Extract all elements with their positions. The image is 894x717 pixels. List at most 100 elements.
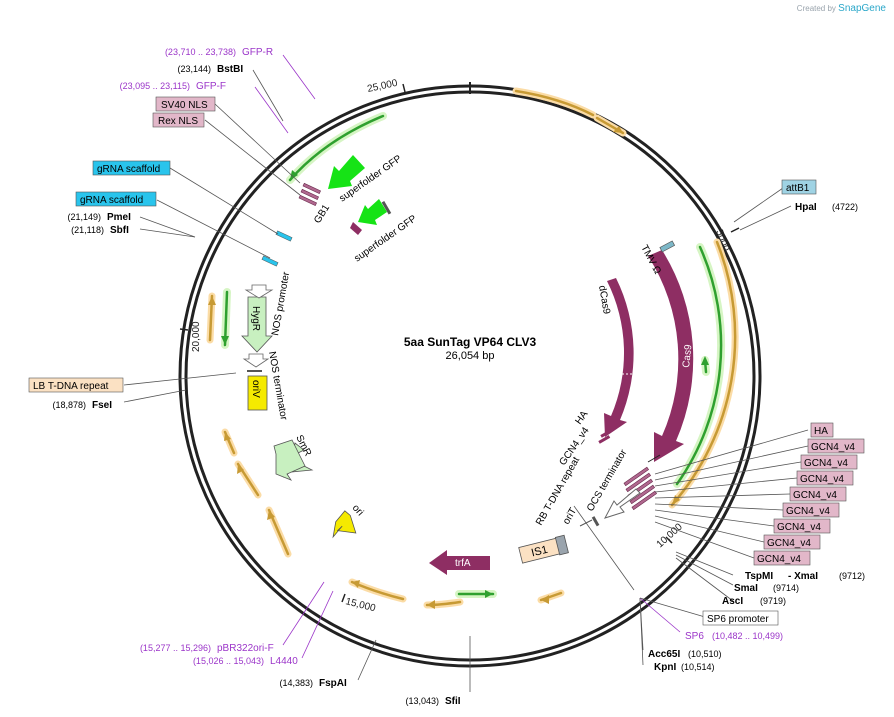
sv40-nls-box	[155, 96, 216, 112]
sfgfp-arrow-1	[328, 155, 365, 189]
callout-lines	[123, 54, 809, 692]
hygr-arrow	[241, 296, 273, 353]
sp6-range: (10,482 .. 10,499)	[712, 631, 783, 641]
grna-scaffold-box-2	[75, 191, 157, 207]
gb1-feature	[298, 182, 321, 207]
oriv-feature	[247, 375, 268, 411]
nos-promoter-upper-arrow	[244, 284, 274, 299]
rex-nls-box	[152, 112, 205, 128]
ori-arrow	[332, 510, 357, 539]
gfp-cds-marker	[350, 222, 362, 235]
sfgfp-arrow-2	[358, 199, 387, 225]
asci-name: AscI	[722, 596, 743, 607]
gcn4-box-label-5: GCN4_v4	[786, 506, 830, 517]
sfii-name: SfiI	[445, 696, 461, 707]
sfgfp-marker	[381, 200, 392, 215]
pbr322-name: pBR322ori-F	[217, 643, 274, 654]
grna-scaffold-label-1: gRNA scaffold	[97, 164, 160, 175]
l4440-name: L4440	[270, 656, 298, 667]
gcn4-box-7	[763, 534, 821, 550]
gcn4-box-label-1: GCN4_v4	[811, 442, 855, 453]
lb-repeat-label: LB T-DNA repeat	[33, 381, 109, 392]
gcn4-box-3	[796, 470, 854, 486]
gfp-r-name: GFP-R	[242, 47, 273, 58]
acc65i-name: Acc65I	[648, 649, 680, 660]
gcn4-box-label-4: GCN4_v4	[793, 490, 837, 501]
gcn4-marker	[598, 435, 611, 444]
nos-promoter-lower-arrow	[242, 353, 270, 368]
xmai-name: - XmaI	[788, 571, 818, 582]
gcn4-box-2	[800, 454, 858, 470]
callout-labels: (23,710 .. 23,738) GFP-R (23,144) BstBI …	[28, 47, 865, 707]
sv40-nls-label: SV40 NLS	[161, 100, 208, 111]
dcas9-label: dCas9	[596, 285, 612, 316]
ha-marker	[600, 429, 613, 438]
attb1-label: attB1	[786, 183, 810, 194]
plasmid-name: 5aa SunTag VP64 CLV3	[404, 335, 537, 349]
hygr-label: HygR	[250, 306, 261, 331]
tmv-feature	[659, 240, 676, 253]
sbfi-name: SbfI	[110, 225, 129, 236]
green-orf-arrows	[221, 112, 726, 598]
fsei-name: FseI	[92, 400, 112, 411]
is1-feature: IS1	[518, 534, 569, 564]
fsei-pos: (18,878)	[52, 400, 86, 410]
gcn4-box-label-2: GCN4_v4	[804, 458, 848, 469]
gcn4-box-label-8: GCN4_v4	[757, 554, 801, 565]
gcn4-box-5	[782, 502, 840, 518]
ha-box-label: HA	[814, 426, 828, 437]
gfp-r-range: (23,710 .. 23,738)	[165, 47, 236, 57]
grna-scaffold-marker-2	[261, 255, 279, 267]
sp6-promoter-label: SP6 promoter	[707, 614, 769, 625]
sp6-name: SP6	[685, 631, 704, 642]
branding-created-by: Created by	[796, 4, 836, 13]
pbr322-range: (15,277 .. 15,296)	[140, 643, 211, 653]
acc65i-pos: (10,510)	[688, 649, 722, 659]
fspai-name: FspAI	[319, 678, 347, 689]
asci-pos: (9719)	[760, 596, 786, 606]
dcas9-arrow	[604, 278, 634, 437]
smai-name: SmaI	[734, 583, 758, 594]
gcn4-box-1	[807, 438, 865, 454]
tick-label-25000: 25,000	[366, 78, 399, 95]
kpni-name: KpnI	[654, 662, 676, 673]
gcn4-box-label-6: GCN4_v4	[777, 522, 821, 533]
trfa-arrow	[429, 550, 490, 575]
ori-label: ori	[350, 503, 366, 519]
gcn4-box-8	[753, 550, 811, 566]
kpni-pos: (10,514)	[681, 662, 715, 672]
hpai-name: HpaI	[795, 202, 817, 213]
pmei-name: PmeI	[107, 212, 131, 223]
ha-box	[810, 422, 834, 438]
attb1-box	[781, 179, 817, 195]
orf-arrows	[206, 87, 739, 609]
l4440-range: (15,026 .. 15,043)	[193, 656, 264, 666]
tick-label-20000: 20,000	[191, 321, 202, 352]
grna-scaffold-marker-1	[275, 230, 293, 242]
bstbi-name: BstBI	[217, 64, 243, 75]
sbfi-pos: (21,118)	[71, 225, 104, 235]
branding: Created by SnapGene	[797, 3, 886, 14]
cas9-label: Cas9	[681, 344, 694, 369]
rex-nls-label: Rex NLS	[158, 116, 198, 127]
cas9-end-marker	[647, 454, 661, 463]
ha-label: HA	[573, 409, 590, 427]
plasmid-length: 26,054 bp	[446, 350, 495, 362]
sfii-pos: (13,043)	[405, 696, 439, 706]
tspmi-name: TspMI	[745, 571, 773, 582]
smai-pos: (9714)	[773, 583, 799, 593]
fspai-pos: (14,383)	[279, 678, 313, 688]
gcn4-box-6	[773, 518, 831, 534]
rb-repeat-marker	[591, 516, 600, 527]
tick-label-10000: 10,000	[655, 521, 685, 550]
lb-repeat-box	[28, 377, 124, 393]
gcn4-box-label-3: GCN4_v4	[800, 474, 844, 485]
gcn4-box-label-7: GCN4_v4	[767, 538, 811, 549]
oriv-label: oriV	[250, 380, 261, 398]
smr-arrow-body	[273, 439, 306, 481]
gcn4-cluster	[623, 466, 658, 511]
bstbi-pos: (23,144)	[177, 64, 211, 74]
is1-label: IS1	[530, 544, 549, 560]
nos-terminator-label: NOS terminator	[266, 351, 289, 422]
